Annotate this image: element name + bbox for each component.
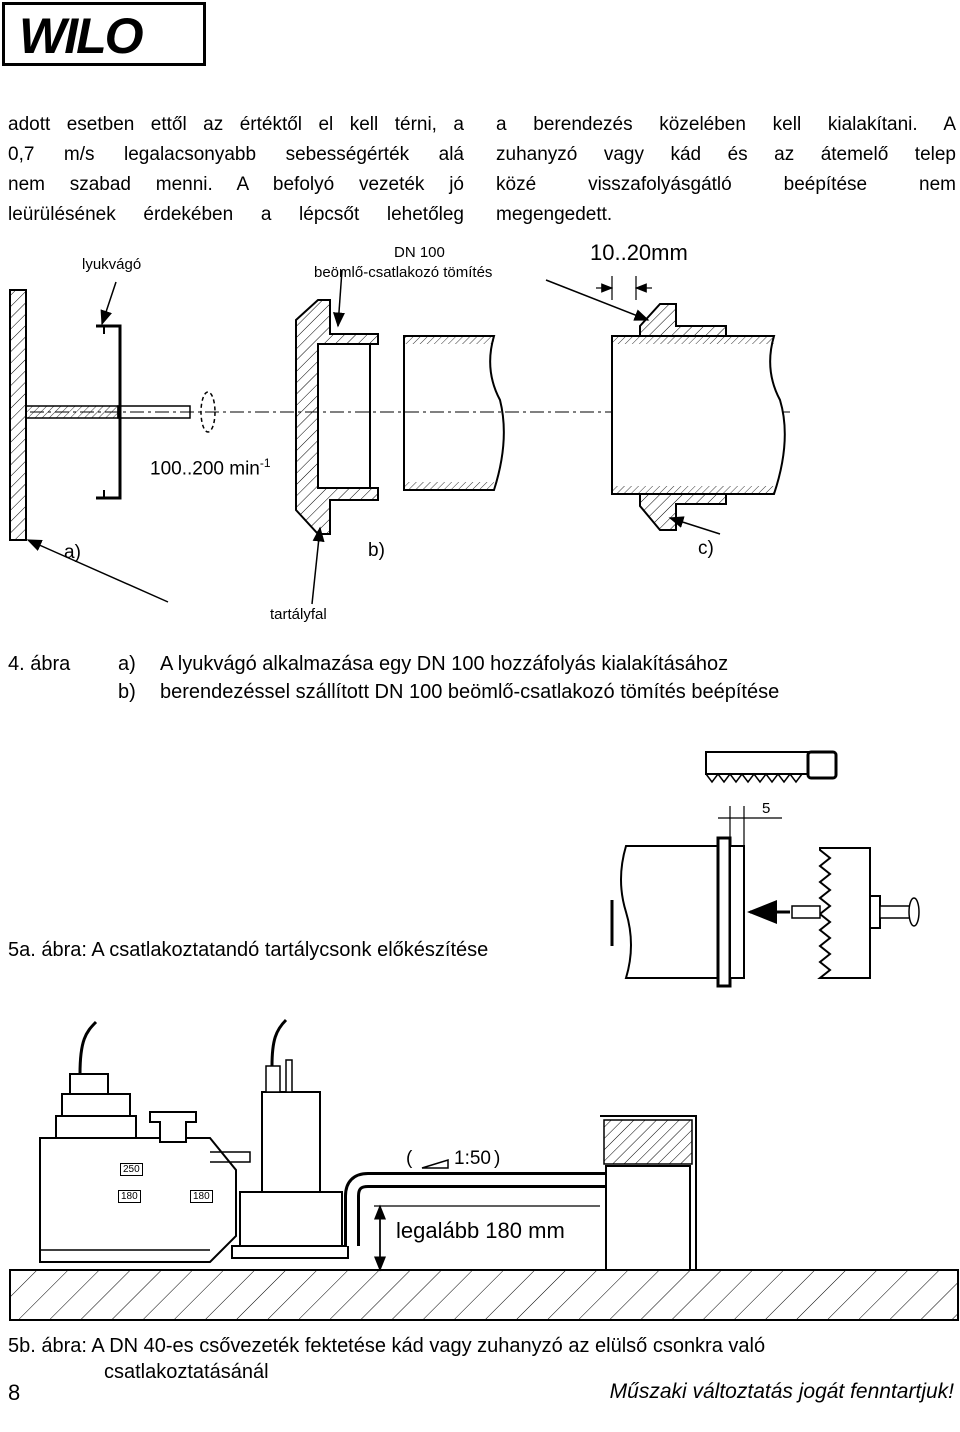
- label-c: c): [698, 538, 714, 559]
- saw-blade: [705, 751, 811, 775]
- slope-close-paren: ): [494, 1148, 501, 1169]
- tank-wall-section: [9, 289, 27, 541]
- mark-180: 180: [190, 1190, 213, 1203]
- intro-left-column: adott esetben ettől az értéktől el kell …: [8, 110, 464, 230]
- pipe-c: [611, 335, 786, 495]
- label-tank-wall: tartályfal: [270, 606, 327, 623]
- intro-left-line: leürülésének érdekében a lépcsőt lehetől…: [8, 204, 464, 225]
- label-seal-name: beömlő-csatlakozó tömítés: [314, 264, 493, 281]
- logo-text: WILO: [19, 8, 144, 64]
- mark-250: 250: [120, 1163, 143, 1176]
- intro-right-line: megengedett.: [496, 204, 613, 225]
- bathtub-section: [603, 1119, 693, 1165]
- lifting-unit-tank: [39, 1137, 237, 1263]
- figure-4-item-key: a): [118, 653, 136, 675]
- intro-right-line: a berendezés közelében kell kialakítani.…: [496, 114, 956, 135]
- wilo-logo: WILO: [2, 2, 206, 66]
- intro-right-line: zuhanyzó vagy kád és az átemelő telep: [496, 144, 956, 165]
- figure-5a-caption: 5a. ábra: A csatlakoztatandó tartálycson…: [8, 939, 489, 961]
- intro-left-line: adott esetben ettől az értéktől el kell …: [8, 114, 464, 135]
- label-speed-exp: -1: [259, 456, 271, 470]
- intro-right-column: a berendezés közelében kell kialakítani.…: [496, 110, 956, 230]
- intro-left-line: nem szabad menni. A befolyó vezeték jó: [8, 174, 464, 195]
- figure-4-item-key: b): [118, 681, 136, 703]
- label-slope: 1:50: [454, 1148, 491, 1169]
- label-min-height: legalább 180 mm: [396, 1218, 565, 1243]
- stub-flange: [716, 836, 732, 988]
- mark-180: 180: [118, 1190, 141, 1203]
- figure-4-item-text: A lyukvágó alkalmazása egy DN 100 hozzáf…: [160, 653, 729, 675]
- intro-left-line: 0,7 m/s legalacsonyabb sebességérték alá: [8, 144, 464, 165]
- stub-pipe: [620, 845, 719, 979]
- figure-4-drawing: [9, 269, 790, 605]
- figure-5a-drawing: [610, 750, 920, 988]
- label-dimension-5: 5: [762, 800, 771, 817]
- saw-handle: [806, 750, 838, 780]
- label-speed-value: 100..200 min: [150, 458, 260, 480]
- page-number: 8: [8, 1380, 21, 1405]
- figure-4-item-text: berendezéssel szállított DN 100 beömlő-c…: [160, 681, 780, 703]
- slope-open-paren: (: [406, 1148, 413, 1169]
- drill-shaft: [117, 405, 191, 419]
- label-gap: 10..20mm: [590, 240, 688, 265]
- figure-5b-caption-cont: csatlakoztatásánál: [104, 1361, 269, 1383]
- hole-cutter-cup: [96, 324, 122, 500]
- figure-5b-caption: 5b. ábra: A DN 40-es csővezeték fektetés…: [8, 1335, 766, 1357]
- intro-right-line: közé visszafolyásgátló beépítése nem: [496, 174, 956, 195]
- seal-sleeve-b: [317, 343, 371, 489]
- figure-5b-drawing: [9, 1018, 959, 1321]
- hole-saw: [817, 847, 871, 979]
- floor: [9, 1269, 959, 1321]
- label-seal-dn: DN 100: [394, 244, 445, 261]
- label-b: b): [368, 540, 385, 561]
- label-a: a): [64, 542, 81, 563]
- footer-note: Műszaki változtatás jogát fenntartjuk!: [609, 1380, 954, 1403]
- label-speed: 100..200 min-1: [150, 456, 271, 480]
- figure-4-number: 4. ábra: [8, 653, 71, 675]
- label-hole-cutter: lyukvágó: [82, 256, 142, 273]
- pipe-b: [403, 335, 505, 491]
